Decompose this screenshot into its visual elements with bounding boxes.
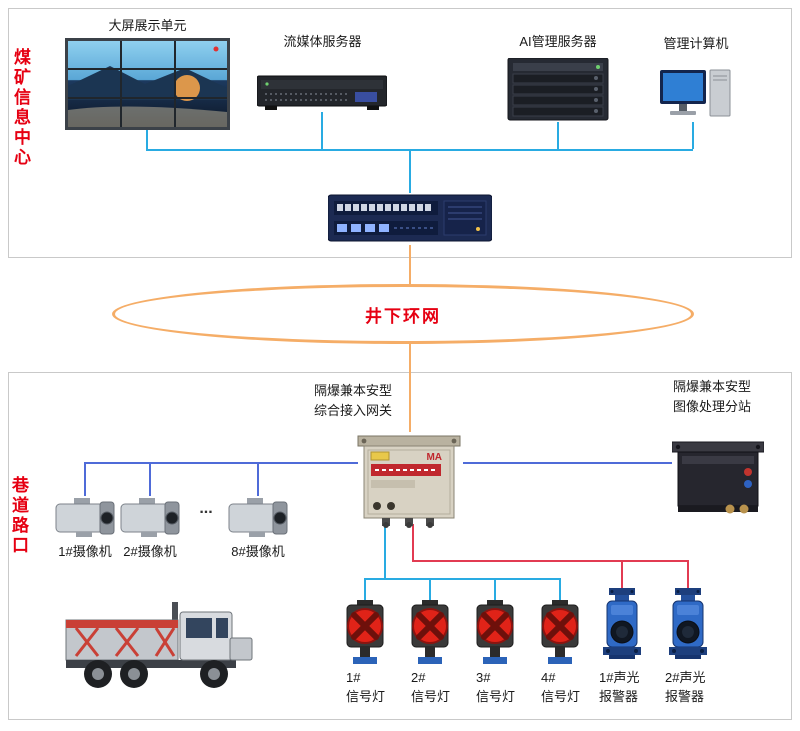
computer-label: 管理计算机 xyxy=(663,36,729,51)
signal-4-num: 4# xyxy=(541,670,556,685)
ring-to-gateway-line xyxy=(409,338,411,432)
signal-light-4 xyxy=(541,600,579,664)
mine-truck xyxy=(65,602,253,688)
ma-mark: MA xyxy=(426,452,442,463)
video-wall xyxy=(65,38,230,130)
drop-alarm2-line xyxy=(687,562,689,590)
signal-3-text: 信号灯 xyxy=(476,689,516,704)
drop-switch-line xyxy=(409,151,411,193)
camera-2 xyxy=(120,498,180,537)
drop-signal2-line xyxy=(429,580,431,600)
media-server xyxy=(257,75,387,110)
video-wall-label: 大屏展示单元 xyxy=(108,18,187,33)
alarm-1-num: 1#声光 xyxy=(599,670,640,685)
alarm-1-label: 1#声光 报警器 xyxy=(599,668,639,706)
drop-signal4-line xyxy=(559,580,561,600)
top-bus-line xyxy=(146,149,693,151)
ring-network-ellipse: 井下环网 xyxy=(112,284,694,344)
camera-ellipsis: ... xyxy=(199,500,213,517)
signal-light-2 xyxy=(411,600,449,664)
drop-ai-server-line xyxy=(557,122,559,149)
signal-3-label: 3# 信号灯 xyxy=(476,668,515,706)
drop-media-server-line xyxy=(321,112,323,149)
signal-bus-line xyxy=(364,578,561,580)
gateway-alarm-trunk-line xyxy=(412,524,414,560)
drop-alarm1-line xyxy=(621,562,623,590)
camera-bus-line xyxy=(84,462,358,464)
camera-8-label: 8#摄像机 xyxy=(231,544,285,559)
signal-light-3 xyxy=(476,600,514,664)
info-center-side-label: 煤矿信息中心 xyxy=(11,48,30,168)
tunnel-side-label: 巷道路口 xyxy=(9,476,28,556)
alarm-2-num: 2#声光 xyxy=(665,670,706,685)
alarm-2-label: 2#声光 报警器 xyxy=(665,668,705,706)
camera-1 xyxy=(55,498,115,537)
signal-light-1 xyxy=(346,600,384,664)
drop-camera8-line xyxy=(257,464,259,496)
signal-2-text: 信号灯 xyxy=(411,689,451,704)
gateway-label-line1: 隔爆兼本安型 xyxy=(313,383,392,398)
camera-1-label: 1#摄像机 xyxy=(58,544,112,559)
camera-2-label: 2#摄像机 xyxy=(123,544,177,559)
gateway-label-line2: 综合接入网关 xyxy=(313,403,392,418)
image-substation xyxy=(672,441,764,514)
signal-3-num: 3# xyxy=(476,670,491,685)
drop-signal1-line xyxy=(364,580,366,600)
substation-label-line1: 隔爆兼本安型 xyxy=(672,379,751,394)
access-gateway: MA xyxy=(357,435,461,528)
gateway-signal-trunk-line xyxy=(384,524,386,578)
substation-label-line2: 图像处理分站 xyxy=(672,399,751,414)
media-server-label: 流媒体服务器 xyxy=(283,34,362,49)
alarm-2-text: 报警器 xyxy=(665,689,705,704)
ring-network-label: 井下环网 xyxy=(365,306,441,326)
signal-2-num: 2# xyxy=(411,670,426,685)
drop-computer-line xyxy=(692,122,694,149)
camera-8 xyxy=(228,498,288,537)
signal-4-label: 4# 信号灯 xyxy=(541,668,580,706)
management-computer xyxy=(660,69,731,117)
drop-camera2-line xyxy=(149,464,151,496)
drop-camera1-line xyxy=(84,464,86,496)
core-switch xyxy=(328,194,492,242)
drop-signal3-line xyxy=(494,580,496,600)
signal-1-num: 1# xyxy=(346,670,361,685)
signal-2-label: 2# 信号灯 xyxy=(411,668,450,706)
alarm-2 xyxy=(669,588,707,659)
alarm-1-text: 报警器 xyxy=(599,689,639,704)
ai-server-label: AI管理服务器 xyxy=(519,34,597,49)
signal-4-text: 信号灯 xyxy=(541,689,581,704)
gateway-to-substation-line xyxy=(463,462,672,464)
ai-server xyxy=(507,58,609,121)
drop-video-wall-line xyxy=(146,130,148,149)
alarm-1 xyxy=(603,588,641,659)
alarm-bus-line xyxy=(412,560,689,562)
switch-to-ring-line xyxy=(409,245,411,284)
signal-1-text: 信号灯 xyxy=(346,689,386,704)
signal-1-label: 1# 信号灯 xyxy=(346,668,385,706)
